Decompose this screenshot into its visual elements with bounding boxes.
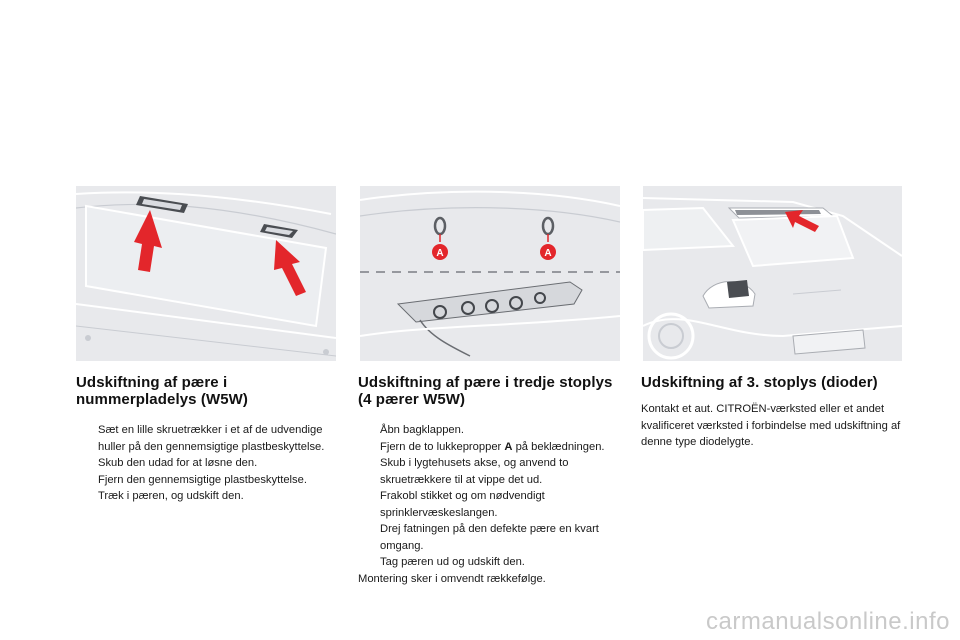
list-item: Frakobl stikket og om nødvendigt sprinkl… — [380, 490, 545, 519]
list-item: Sæt en lille skruetrækker i et af de udv… — [98, 424, 325, 453]
section-third-brake-light-bulbs: Udskiftning af pære i tredje stoplys (4 … — [358, 374, 628, 587]
list-item: Åbn bagklappen. — [380, 424, 464, 436]
section-third-brake-light-diodes: Udskiftning af 3. stoplys (dioder) Konta… — [641, 374, 911, 451]
list-item: Drej fatningen på den defekte pære en kv… — [380, 523, 599, 552]
list-item: Tag pæren ud og udskift den. — [380, 556, 525, 568]
list-item: Fjern de to lukkepropper A på beklædning… — [380, 440, 605, 453]
closure-plug-right: A — [540, 216, 556, 260]
red-arrow-icon — [785, 210, 819, 232]
number-plate-lamp-illustration — [76, 186, 336, 361]
red-arrow-icon — [274, 240, 306, 296]
section-title: Udskiftning af 3. stoplys (dioder) — [641, 374, 878, 391]
lamp-lens-right — [260, 224, 298, 238]
watermark: carmanualsonline.info — [706, 608, 950, 635]
callout-label: A — [544, 248, 551, 259]
section-text: Kontakt et aut. CITROËN-værksted eller e… — [641, 403, 901, 448]
section-title: Udskiftning af pære i nummerpladelys (W5… — [76, 374, 249, 408]
list-item: Skub i lygtehusets akse, og anvend to sk… — [380, 457, 569, 486]
list-item: Fjern den gennemsigtige plastbeskyttelse… — [98, 473, 307, 486]
callout-a-left — [432, 244, 448, 260]
car-rear-illustration — [643, 186, 902, 361]
section-title: Udskiftning af pære i tredje stoplys (4 … — [358, 374, 613, 408]
instruction-list: Åbn bagklappen. Fjern de to lukkepropper… — [358, 422, 628, 571]
callout-label: A — [436, 248, 443, 259]
closure-plug-left: A — [432, 216, 448, 260]
instruction-list: Sæt en lille skruetrækker i et af de udv… — [76, 422, 346, 505]
list-item: Skub den udad for at løsne den. — [98, 457, 258, 469]
list-item: Træk i pæren, og udskift den. — [98, 490, 244, 502]
red-arrow-icon — [134, 210, 162, 272]
callout-a-right — [540, 244, 556, 260]
reassembly-note: Montering sker i omvendt rækkefølge. — [358, 572, 546, 585]
lamp-lens-left — [136, 196, 188, 213]
third-brake-light-illustration: A A — [360, 186, 620, 361]
section-number-plate-lamp: Udskiftning af pære i nummerpladelys (W5… — [76, 374, 346, 505]
